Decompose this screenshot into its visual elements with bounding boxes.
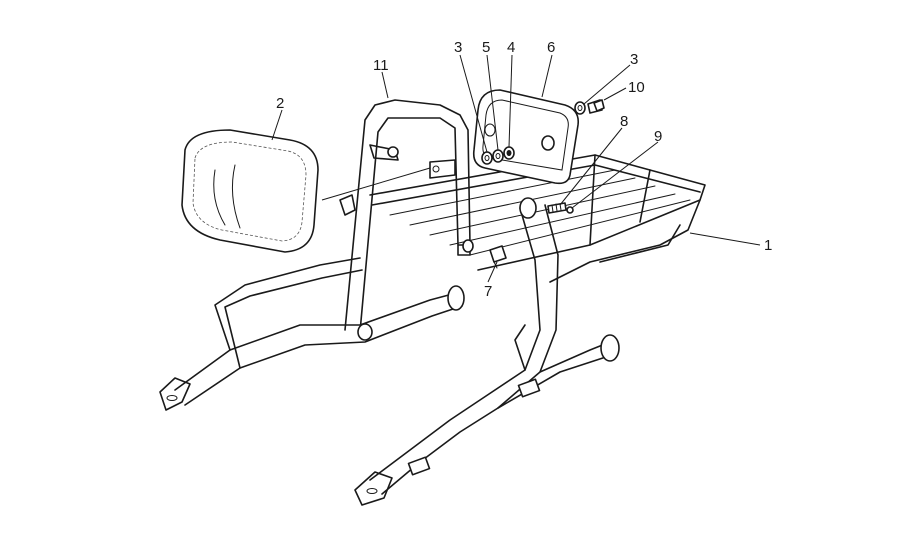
leader-lines (271, 54, 761, 283)
callout-3-left: 3 (454, 39, 462, 56)
callout-10: 10 (628, 79, 645, 96)
backrest-pad (181, 129, 319, 253)
backrest-bracket (339, 99, 474, 341)
hardware-washer-3b (574, 101, 586, 115)
reflector-plate (472, 89, 580, 185)
hardware-washer-5 (492, 149, 504, 163)
callout-8: 8 (620, 113, 628, 130)
hardware-ball-9 (566, 206, 574, 214)
hardware-nut-3a (481, 151, 493, 165)
hardware-spring-8 (547, 202, 567, 214)
callout-2: 2 (276, 95, 284, 112)
rack-frame-right-tube (354, 197, 620, 506)
callout-6: 6 (547, 39, 555, 56)
hardware-nut-4 (503, 146, 515, 160)
callout-1: 1 (764, 237, 772, 254)
callout-4: 4 (507, 39, 515, 56)
hardware-screw-10 (587, 99, 605, 114)
rack-frame-left-tube (159, 257, 465, 411)
callout-11: 11 (373, 57, 389, 74)
callout-7: 7 (484, 283, 492, 300)
callout-3-right: 3 (630, 51, 638, 68)
rack-platform (369, 154, 706, 283)
callout-5: 5 (482, 39, 490, 56)
callout-9: 9 (654, 128, 662, 145)
callouts: 1 2 3 3 4 5 6 7 8 9 10 11 (276, 39, 772, 300)
